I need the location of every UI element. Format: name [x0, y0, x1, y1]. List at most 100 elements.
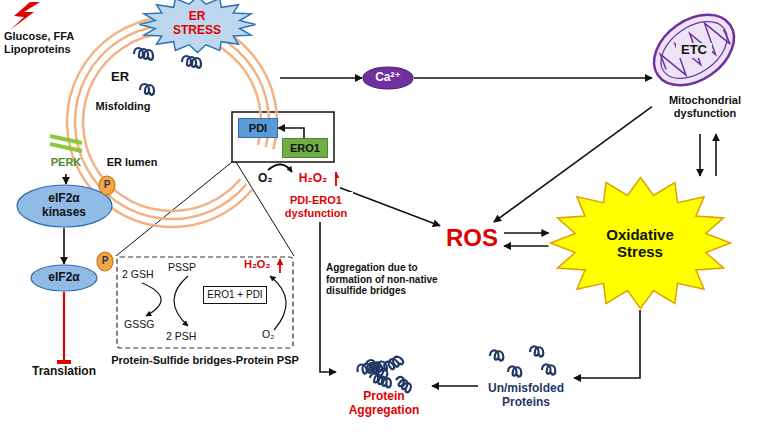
node-text: Translation — [32, 365, 96, 379]
misfolded-protein — [134, 48, 153, 60]
ros-text: ROS — [440, 222, 504, 254]
mito-outer — [641, 0, 748, 100]
pdi-ero1-frame — [232, 112, 334, 162]
free-label: H₂O₂ — [244, 258, 270, 271]
ellipse-shape — [31, 265, 97, 291]
node-text: ERO1 + PDI — [207, 289, 262, 301]
node-text: ER — [108, 70, 132, 85]
cycle-arrow — [268, 164, 292, 172]
node-content: ROS — [440, 222, 504, 254]
unfolded-strand — [542, 364, 555, 374]
node-content: eIF2α — [30, 264, 98, 292]
cycle-arrow — [270, 276, 286, 330]
node-text: Ca²⁺ — [375, 71, 401, 85]
dysfunction-text: PDI-ERO1 dysfunction — [279, 192, 353, 222]
node-text: ROS — [446, 224, 498, 252]
enzyme-box: ERO1 — [282, 138, 328, 158]
text-patch — [279, 192, 353, 222]
node-text: Mitochondrial dysfunction — [652, 94, 758, 119]
phosphate-circle: P — [98, 175, 116, 196]
outcome-text: Translation — [30, 362, 99, 382]
node-content: Ca²⁺ — [362, 66, 414, 90]
node-text: PERK — [44, 156, 88, 169]
node-text: Protein Aggregation — [336, 390, 432, 418]
er-membrane — [83, 33, 261, 211]
edge-label: Aggregation due to formation of non-nati… — [326, 262, 450, 297]
node-text: ERO1 — [290, 142, 320, 155]
arrow-connector — [320, 222, 336, 372]
mito-inner — [650, 10, 737, 90]
free-label: PSSP — [168, 261, 196, 273]
dashed-frame — [117, 257, 293, 348]
node-text: H₂O₂ — [299, 172, 336, 186]
aggregate-strand — [382, 353, 404, 374]
stress-burst: Oxidative Stress — [549, 176, 732, 310]
node-content: ERO1 + PDI — [203, 286, 267, 304]
receptor-bar — [50, 144, 82, 151]
receptor-bar — [50, 136, 82, 143]
arrow-connector — [63, 228, 65, 264]
aggregate-icon: Protein Aggregation — [336, 350, 432, 424]
node-text: eIF2α — [48, 271, 79, 285]
free-label: GSSG — [124, 318, 154, 330]
enzyme-pair-box: ERO1 + PDI — [203, 286, 267, 304]
protein-icon: Un/misfolded Proteins — [478, 340, 574, 416]
node-text: ER lumen — [100, 156, 164, 169]
node-text: ER STRESS — [168, 10, 226, 38]
node-content: H₂O₂ — [294, 170, 340, 188]
free-label: 2 GSH — [122, 268, 154, 280]
ellipse-shape — [99, 176, 115, 195]
ellipse-shape — [363, 67, 413, 89]
node-content: ERO1 — [282, 138, 328, 158]
box-shape — [239, 119, 278, 138]
unfolded-strand — [508, 366, 521, 376]
misfolded-protein — [182, 56, 201, 68]
arrow-connector — [278, 128, 304, 138]
factor-ellipse: eIF2α — [30, 264, 98, 292]
node-content: PDI-ERO1 dysfunction — [279, 192, 353, 222]
node-text: P — [102, 255, 109, 267]
node-text: P — [104, 179, 111, 191]
node-text: eIF2α kinases — [33, 192, 95, 220]
arrow-connector — [699, 134, 701, 176]
misfolded-protein — [140, 84, 154, 95]
node-text: Un/misfolded Proteins — [478, 382, 574, 410]
node-content: eIF2α kinases — [16, 184, 113, 228]
product-text: H₂O₂ — [294, 170, 340, 188]
arrow-connector — [432, 385, 478, 387]
ellipse-shape — [17, 185, 112, 227]
arrow-connector — [63, 292, 65, 362]
free-label: O₂ — [258, 172, 273, 186]
enzyme-box: PDI — [238, 118, 278, 138]
node-text: Misfolding — [92, 100, 154, 113]
box-shape — [204, 287, 267, 304]
node-content: PDI — [238, 118, 278, 138]
free-label: 2 PSH — [166, 330, 196, 342]
ellipse-shape — [97, 252, 113, 271]
phosphate-circle: P — [96, 251, 114, 272]
cycle-arrow — [174, 276, 188, 326]
arrow-connector — [504, 245, 549, 247]
node-content: Translation — [30, 362, 99, 382]
increase-arrow — [335, 172, 337, 186]
arrow-connector — [340, 188, 440, 226]
node-text: Protein-Sulfide bridges-Protein PSP — [100, 354, 310, 367]
mito-group — [641, 0, 748, 100]
arrow-connector — [280, 77, 362, 79]
node-text: Oxidative Stress — [594, 226, 686, 261]
ion-ellipse: Ca²⁺ — [362, 66, 414, 90]
increase-arrow — [279, 259, 281, 273]
burst-shape — [139, 0, 255, 52]
kinase-ellipse: eIF2α kinases — [16, 184, 113, 228]
node-content: P — [96, 251, 114, 272]
unfolded-strand — [490, 350, 503, 360]
lightning-bolt — [10, 2, 40, 30]
aggregate-strand — [369, 373, 392, 388]
node-content: P — [98, 175, 116, 196]
cycle-arrow — [142, 283, 161, 316]
node-content: ER STRESS — [138, 0, 257, 54]
free-label: O₂ — [262, 328, 274, 340]
burst-shape — [550, 178, 730, 309]
node-text: PDI — [249, 122, 267, 135]
